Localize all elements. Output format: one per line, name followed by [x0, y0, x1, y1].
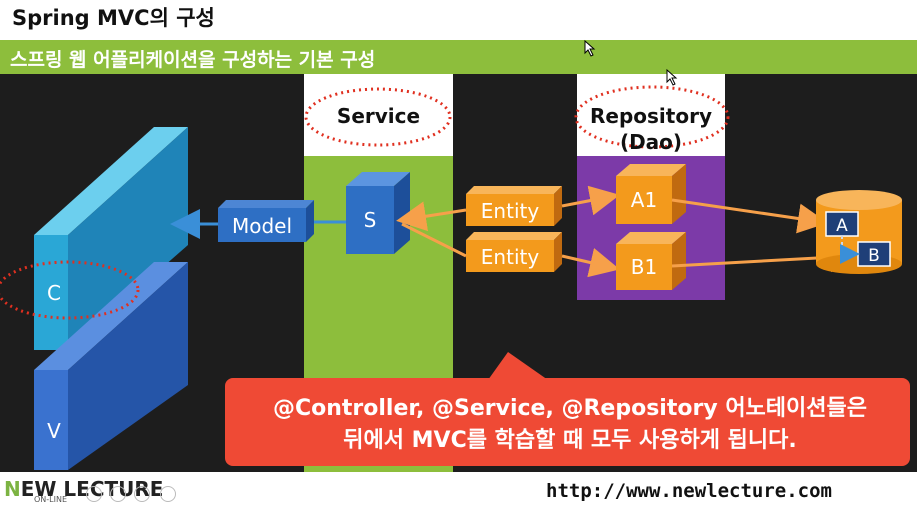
- controller-block: [34, 127, 188, 350]
- controller-label: C: [47, 281, 61, 305]
- entity-block-1: [466, 186, 562, 226]
- player-more-icon[interactable]: [160, 486, 176, 502]
- repository-label-line1: Repository: [590, 104, 712, 128]
- repository-highlight-ring: [574, 85, 730, 149]
- logo-subtext: ON-LINE: [34, 495, 68, 504]
- callout-line-2: 뒤에서 MVC를 학습할 때 모두 사용하게 됩니다.: [343, 428, 797, 453]
- service-entity1-arrow: [396, 201, 467, 232]
- a1-to-db-arrow: [671, 198, 828, 234]
- footer-bar: [0, 472, 917, 512]
- player-next-icon[interactable]: [134, 486, 150, 502]
- repository-label-line2: (Dao): [619, 130, 683, 154]
- service-entity2-arrow: [401, 222, 467, 258]
- mouse-cursor: [584, 39, 596, 57]
- dao-b1-block: [616, 232, 686, 290]
- callout-line-1: @Controller, @Service, @Repository 어노테이션…: [272, 396, 868, 421]
- callout-bubble: [225, 352, 910, 466]
- player-play-icon[interactable]: [110, 486, 126, 502]
- service-highlight-ring: [304, 87, 452, 147]
- mouse-cursor-2: [666, 68, 678, 86]
- dao-a1-label: A1: [631, 188, 657, 212]
- page-title: Spring MVC의 구성: [12, 6, 215, 30]
- callout-text: @Controller, @Service, @Repository 어노테이션…: [230, 393, 910, 457]
- controller-highlight-ring: [0, 260, 140, 320]
- model-label: Model: [232, 214, 292, 238]
- entity2-to-b1-arrow: [561, 247, 620, 278]
- footer-url: http://www.newlecture.com: [546, 480, 832, 502]
- entity2-label: Entity: [481, 245, 540, 269]
- entity1-label: Entity: [481, 199, 540, 223]
- entity-block-2: [466, 232, 562, 272]
- service-block: [346, 172, 410, 254]
- db-b-label: B: [868, 246, 880, 266]
- repository-column-label: Repository (Dao): [577, 103, 725, 155]
- service-label: S: [364, 208, 377, 232]
- model-block: [218, 200, 314, 242]
- db-a-label: A: [836, 216, 848, 236]
- view-block: [34, 262, 188, 470]
- subtitle: 스프링 웹 어플리케이션을 구성하는 기본 구성: [10, 49, 376, 71]
- view-label: V: [47, 419, 61, 443]
- db-table-a: [825, 211, 859, 237]
- service-column-label: Service: [336, 104, 421, 128]
- dao-b1-label: B1: [631, 255, 657, 279]
- player-prev-icon[interactable]: [86, 486, 102, 502]
- dao-a1-block: [616, 164, 686, 224]
- entity1-to-a1-arrow: [561, 185, 620, 216]
- logo-mark: N: [4, 477, 21, 501]
- subtitle-bar: [0, 40, 917, 74]
